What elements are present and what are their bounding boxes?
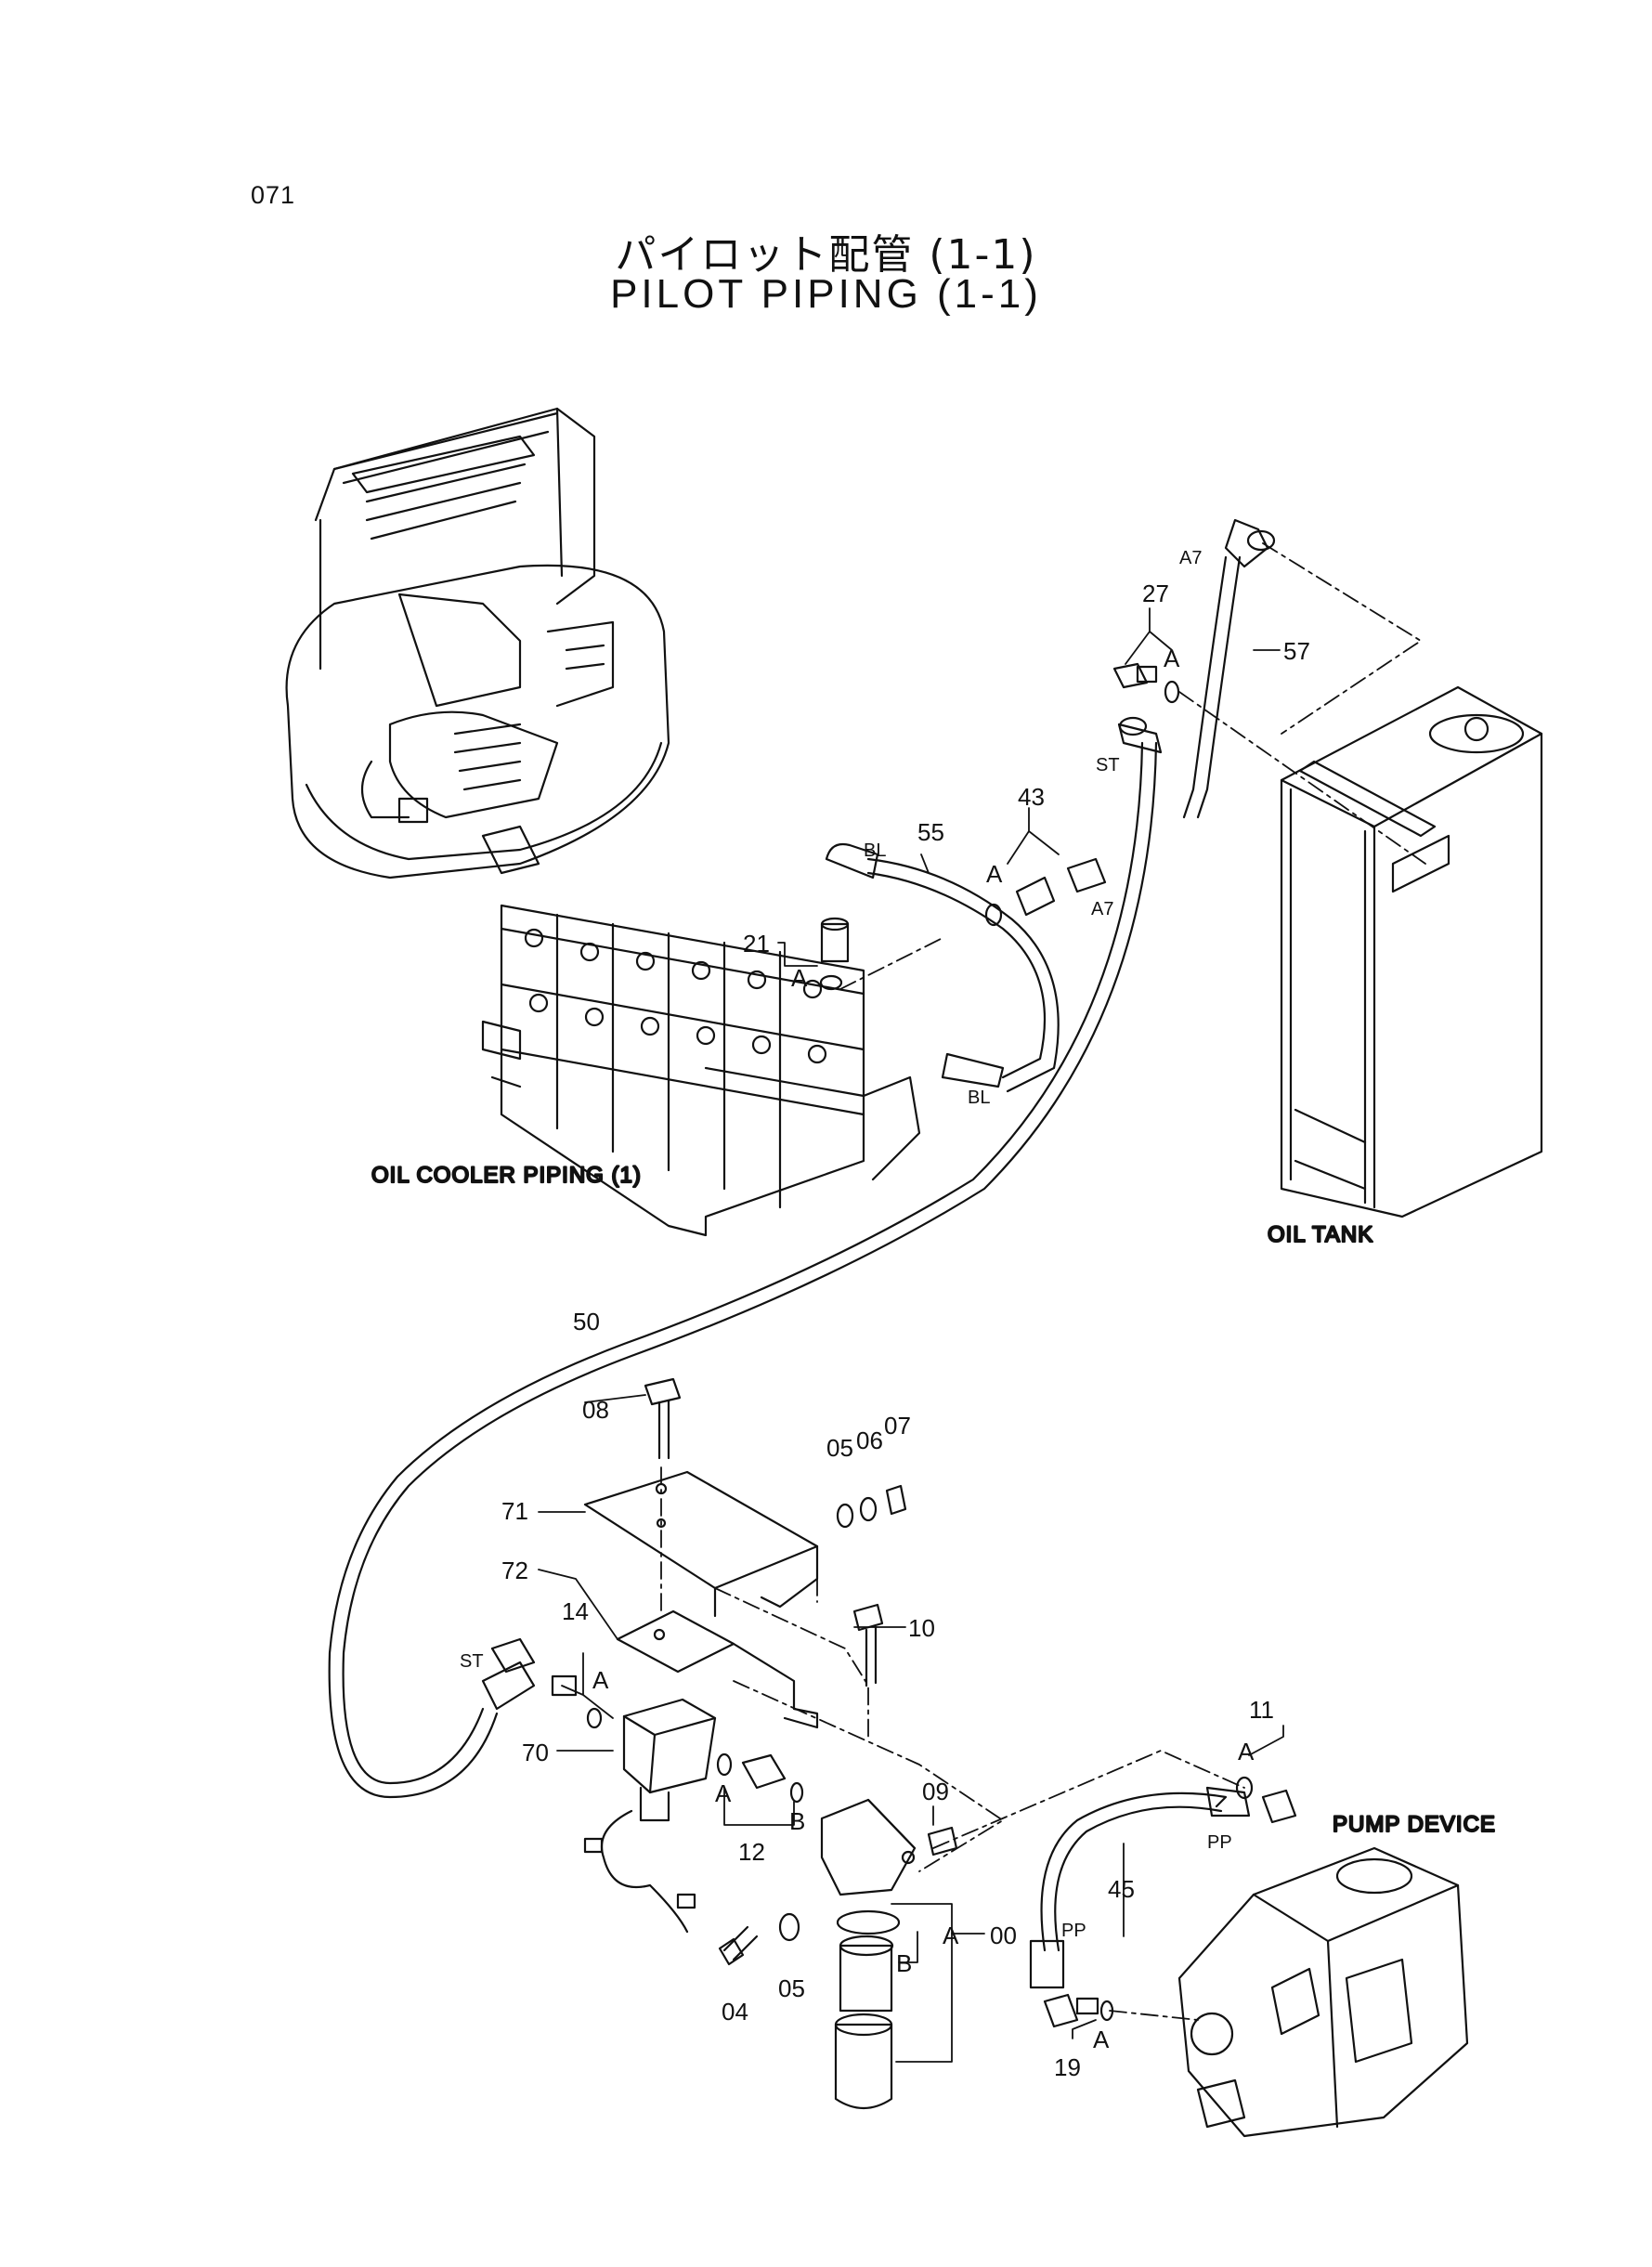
- part-label-07: 07: [884, 1412, 911, 1440]
- bolt-08: [644, 1377, 682, 1460]
- washer-nut-stack: [836, 1484, 907, 1529]
- part-label-14: 14: [562, 1597, 589, 1625]
- filter-element: [834, 1909, 901, 2109]
- bolt-04: [718, 1925, 759, 1966]
- tag-a7-mid: A7: [1091, 899, 1113, 919]
- fitting-14: [490, 1637, 603, 1729]
- solenoid-valve-70: [583, 1698, 717, 1934]
- fitting-12: [716, 1752, 804, 1804]
- part-label-09: 09: [922, 1778, 949, 1805]
- pump-device: [1177, 1846, 1469, 2138]
- part-label-27: 27: [1142, 580, 1169, 607]
- port-tags: A7 A7 ST ST BL BL PP PP A A A A A B A A …: [460, 548, 1255, 2053]
- fitting-43: [984, 857, 1107, 927]
- connection-lines: [660, 542, 1426, 2021]
- tag-a-19: A: [1093, 2026, 1110, 2053]
- tag-a7-top: A7: [1179, 548, 1202, 568]
- part-label-08: 08: [582, 1396, 609, 1424]
- part-label-05-top: 05: [826, 1434, 853, 1462]
- part-label-21: 21: [743, 930, 770, 958]
- part-label-70: 70: [522, 1739, 549, 1766]
- tag-bl-top: BL: [864, 840, 886, 861]
- pump-device-caption: PUMP DEVICE: [1333, 1812, 1496, 1837]
- part-label-43: 43: [1018, 783, 1045, 811]
- tag-bl-bottom: BL: [968, 1088, 990, 1108]
- fitting-27: [1112, 662, 1180, 704]
- oil-tank: [1280, 685, 1543, 1218]
- part-labels: 27 57 43 55 21 50 08 05 06 07 71 72 10 1…: [501, 580, 1310, 2081]
- part-label-72: 72: [501, 1557, 528, 1584]
- tag-a-27: A: [1164, 645, 1180, 672]
- hose-55: [825, 842, 1060, 1093]
- oil-tank-caption: OIL TANK: [1268, 1222, 1373, 1247]
- tag-pp-right: PP: [1207, 1832, 1232, 1853]
- excavator-illustration: [285, 407, 670, 879]
- tag-a-12: A: [715, 1779, 732, 1807]
- tag-a-43: A: [986, 860, 1003, 888]
- oil-cooler-piping-caption: OIL COOLER PIPING (1): [371, 1163, 642, 1188]
- part-label-00: 00: [990, 1922, 1017, 1949]
- page-number: 071: [251, 181, 296, 209]
- tag-a-00: A: [943, 1922, 959, 1949]
- part-label-71: 71: [501, 1497, 528, 1525]
- part-label-57: 57: [1283, 637, 1310, 665]
- bracket-71: [583, 1470, 819, 1618]
- tag-a-11: A: [1238, 1738, 1255, 1765]
- control-valve: [481, 904, 921, 1237]
- bolt-10: [852, 1603, 884, 1687]
- title-japanese: パイロット配管 (1-1): [615, 231, 1037, 279]
- bracket-72: [616, 1609, 819, 1729]
- tag-pp-left: PP: [1061, 1921, 1086, 1941]
- washer-05: [778, 1912, 800, 1942]
- part-label-55: 55: [917, 818, 944, 846]
- part-label-05-bottom: 05: [778, 1974, 805, 2002]
- leader-lines: [538, 607, 1284, 2063]
- part-label-06: 06: [856, 1427, 883, 1454]
- part-label-04: 04: [722, 1998, 748, 2026]
- part-label-11: 11: [1249, 1696, 1274, 1724]
- title-english: PILOT PIPING (1-1): [610, 271, 1042, 317]
- tag-a-21: A: [791, 964, 808, 992]
- hose-50: [328, 716, 1163, 1799]
- filter-head: [820, 1798, 917, 1896]
- fitting-19: [1043, 1993, 1114, 2028]
- part-label-12: 12: [738, 1838, 765, 1866]
- part-label-19: 19: [1054, 2053, 1081, 2081]
- hose-45: [1029, 1786, 1251, 1989]
- fitting-21: [819, 917, 850, 991]
- part-label-45: 45: [1108, 1875, 1135, 1903]
- tag-b-00: B: [896, 1949, 912, 1977]
- part-label-10: 10: [908, 1614, 935, 1642]
- fitting-11: [1235, 1776, 1297, 1824]
- tag-st-top: ST: [1096, 755, 1120, 775]
- tag-st-bottom: ST: [460, 1651, 484, 1672]
- tag-a-14: A: [592, 1666, 609, 1694]
- tag-b-12: B: [789, 1807, 805, 1835]
- hose-57: [1182, 518, 1276, 819]
- part-label-50: 50: [573, 1308, 600, 1335]
